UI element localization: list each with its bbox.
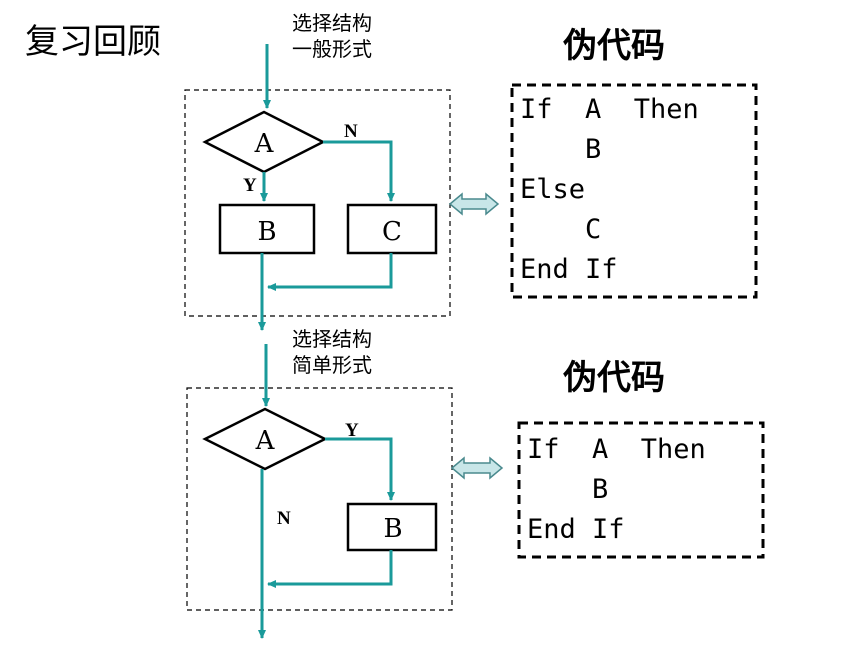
simple-form-frame <box>186 387 453 611</box>
general-form-caption: 选择结构 一般形式 <box>292 10 372 62</box>
simple-no-label: N <box>277 508 291 529</box>
code-line: Else <box>520 174 586 205</box>
general-form-caption-line1: 选择结构 <box>292 11 372 35</box>
general-no-label: N <box>344 121 358 142</box>
page-title: 复习回顾 <box>25 22 161 62</box>
simple-form-caption: 选择结构 简单形式 <box>292 326 372 378</box>
general-pseudocode-frame <box>510 83 758 299</box>
simple-form-caption-line2: 简单形式 <box>292 353 372 377</box>
simple-pseudocode-frame <box>517 421 765 559</box>
general-box-c-label: C <box>382 217 402 247</box>
double-arrow-icon <box>450 456 504 480</box>
general-pseudocode: If A Then B Else C End If <box>520 90 699 290</box>
code-line: If A Then <box>527 434 706 465</box>
code-line: If A Then <box>520 94 699 125</box>
general-pseudocode-title: 伪代码 <box>563 26 665 66</box>
simple-decision-label: A <box>255 426 276 456</box>
general-box-b <box>218 203 316 255</box>
general-decision-label: A <box>254 129 275 159</box>
general-no-line <box>323 140 395 202</box>
general-form-frame <box>184 89 451 317</box>
code-line: C <box>520 214 602 245</box>
simple-pseudocode: If A Then B End If <box>527 430 706 550</box>
code-line: End If <box>520 254 618 285</box>
general-box-b-label: B <box>257 217 276 247</box>
simple-merge-line <box>267 550 393 588</box>
double-arrow-icon <box>448 192 500 216</box>
code-line: End If <box>527 514 625 545</box>
general-merge-line <box>267 253 393 291</box>
general-form-caption-line2: 一般形式 <box>292 37 372 61</box>
general-box-c <box>346 203 438 255</box>
simple-yes-line <box>325 437 395 501</box>
simple-pseudocode-title: 伪代码 <box>563 358 665 398</box>
code-line: B <box>520 134 602 165</box>
simple-yes-label: Y <box>345 420 359 441</box>
code-line: B <box>527 474 609 505</box>
simple-form-caption-line1: 选择结构 <box>292 327 372 351</box>
simple-box-b-label: B <box>383 514 402 544</box>
general-yes-label: Y <box>243 175 257 196</box>
simple-box-b <box>346 502 438 552</box>
